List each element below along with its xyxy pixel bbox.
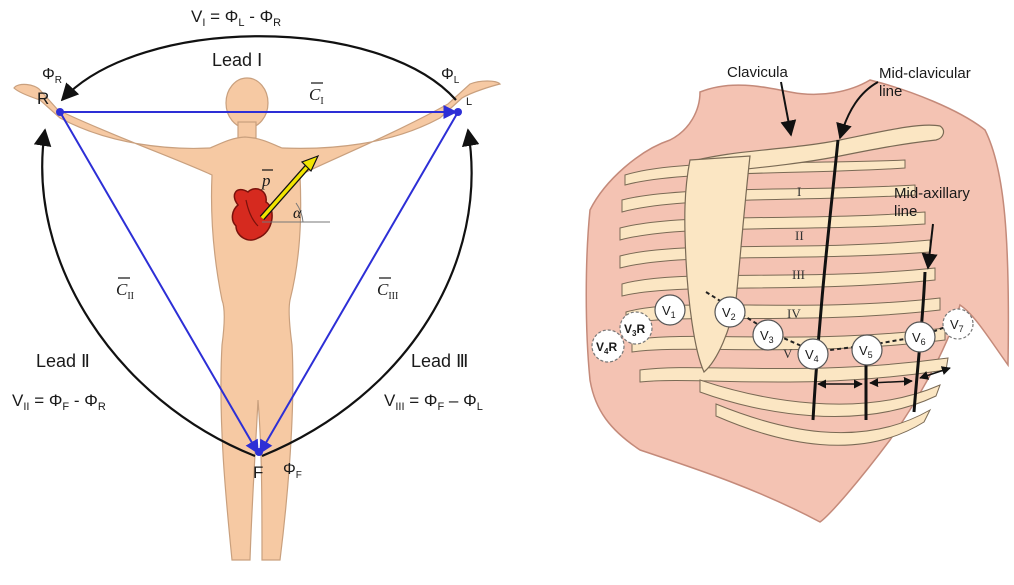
node-f-dot bbox=[255, 448, 263, 456]
node-l-label: L bbox=[466, 96, 472, 108]
rib-label-4: IV bbox=[787, 306, 801, 321]
c1-label: CI bbox=[309, 83, 324, 107]
c2-label: CII bbox=[116, 278, 134, 302]
chest-panel: I II III IV V Clavicula Mid-clavicular l… bbox=[586, 64, 1008, 522]
lead1-label: Lead Ⅰ bbox=[212, 50, 262, 70]
node-l-dot bbox=[454, 108, 462, 116]
rib-label-2: II bbox=[795, 228, 804, 243]
phi-r-label: ΦR bbox=[42, 66, 62, 86]
clavicula-label: Clavicula bbox=[727, 64, 789, 81]
midclavicular-label-line1: Mid-clavicular bbox=[879, 65, 971, 82]
lead3-equation: VIII = ΦF – ΦL bbox=[384, 391, 483, 413]
lead3-label: Lead Ⅲ bbox=[411, 351, 468, 371]
electrode-v6: V6 bbox=[905, 322, 935, 352]
lead1-equation: VI = ΦL - ΦR bbox=[191, 7, 281, 29]
electrode-v7: V7 bbox=[943, 309, 973, 339]
svg-text:CI: CI bbox=[309, 85, 324, 107]
midaxillary-label-line1: Mid-axillary bbox=[894, 185, 970, 202]
electrode-v3: V3 bbox=[753, 320, 783, 350]
lead2-label: Lead Ⅱ bbox=[36, 351, 90, 371]
body-silhouette bbox=[14, 78, 500, 560]
svg-text:p: p bbox=[261, 171, 271, 190]
c3-label: CIII bbox=[377, 278, 398, 302]
node-f-label: F bbox=[253, 463, 263, 482]
electrode-v4r: V4R bbox=[592, 330, 624, 362]
electrode-v5: V5 bbox=[852, 335, 882, 365]
phi-l-label: ΦL bbox=[441, 66, 460, 86]
einthoven-panel: VI = ΦL - ΦR Lead Ⅰ ΦR ΦL R L CI CII CII… bbox=[12, 7, 500, 560]
electrode-v1: V1 bbox=[655, 295, 685, 325]
alpha-label: α bbox=[293, 205, 302, 222]
electrode-v3r: V3R bbox=[620, 312, 652, 344]
lead2-equation: VII = ΦF - ΦR bbox=[12, 391, 106, 413]
svg-text:CII: CII bbox=[116, 280, 134, 302]
node-r-label: R bbox=[37, 89, 49, 108]
electrode-v2: V2 bbox=[715, 297, 745, 327]
electrode-v4: V4 bbox=[798, 339, 828, 369]
node-r-dot bbox=[56, 108, 64, 116]
midclavicular-label-line2: line bbox=[879, 83, 902, 100]
rib-label-1: I bbox=[797, 184, 801, 199]
svg-text:CIII: CIII bbox=[377, 280, 398, 302]
rib-label-5: V bbox=[783, 346, 793, 361]
rib-label-3: III bbox=[792, 267, 805, 282]
midaxillary-label-line2: line bbox=[894, 203, 917, 220]
